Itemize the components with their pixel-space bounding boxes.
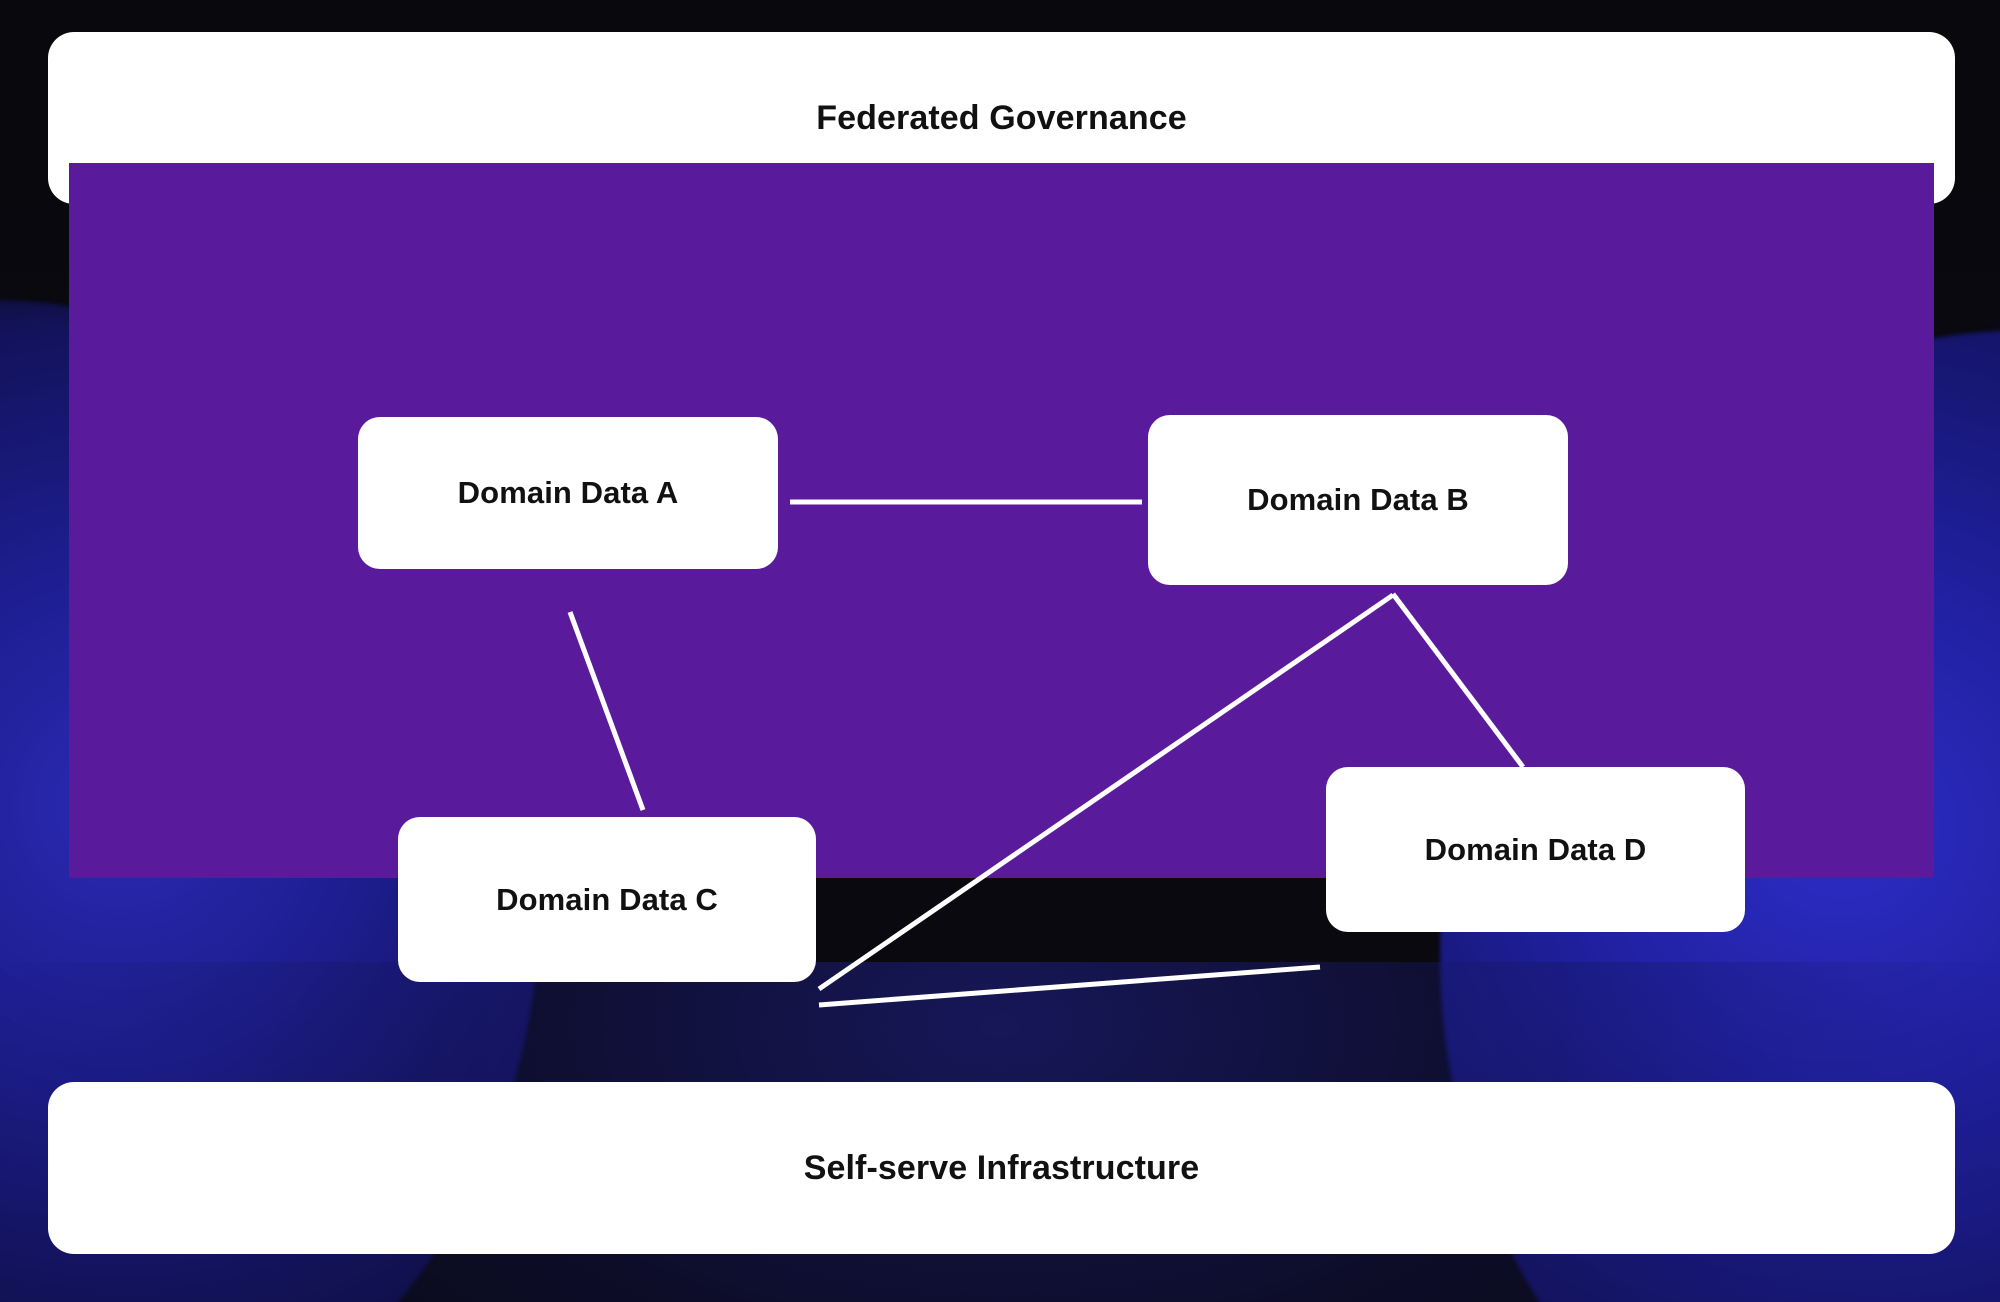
edge-c-b <box>817 592 1395 992</box>
node-domain-data-b[interactable]: Domain Data B <box>1148 415 1568 585</box>
node-label-b: Domain Data B <box>1247 482 1469 517</box>
edge-a-c <box>567 611 646 811</box>
node-domain-data-d[interactable]: Domain Data D <box>1326 767 1745 932</box>
federated-governance-label: Federated Governance <box>816 98 1187 137</box>
data-mesh-panel: Domain Data A Domain Data B Domain Data C D… <box>69 163 1934 1008</box>
self-serve-infrastructure-label: Self-serve Infrastructure <box>803 1148 1200 1187</box>
node-domain-data-a[interactable]: Domain Data A <box>358 417 778 569</box>
node-label-c: Domain Data C <box>496 881 718 917</box>
self-serve-infrastructure-band: Self-serve Infrastructure <box>48 1082 1955 1254</box>
node-label-a: Domain Data A <box>457 475 679 510</box>
node-label-d: Domain Data D <box>1424 831 1647 867</box>
edge-layer <box>567 499 1525 1008</box>
edge-c-d <box>818 964 1321 1008</box>
edge-b-d <box>1391 592 1525 769</box>
node-domain-data-c[interactable]: Domain Data C <box>398 817 816 982</box>
